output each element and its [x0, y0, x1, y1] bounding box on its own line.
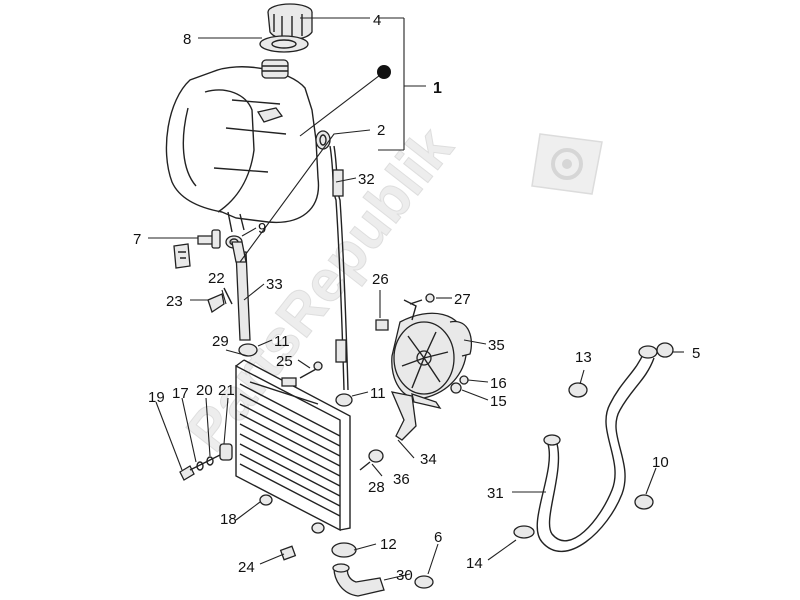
- callout-24: 24: [238, 559, 255, 576]
- electric-fan: [391, 299, 473, 400]
- callout-8: 8: [183, 31, 191, 48]
- callout-14: 14: [466, 555, 483, 572]
- expansion-tank: [165, 59, 320, 233]
- callout-31: 31: [487, 485, 504, 502]
- screw-27: [409, 293, 435, 305]
- callout-19: 19: [148, 389, 165, 406]
- callout-27: 27: [454, 291, 471, 308]
- callout-labels: 4 8 1 2 32 7 9 22 23 33 26 27 29 11 35 2…: [133, 12, 700, 584]
- hose-30: [332, 563, 385, 597]
- watermark-text: PartsRepublik: [174, 115, 466, 463]
- hose-clamp-2: [315, 130, 331, 150]
- callout-2: 2: [377, 122, 385, 139]
- callout-11-lower: 11: [370, 385, 386, 402]
- callout-22: 22: [208, 270, 225, 287]
- callout-20: 20: [196, 382, 213, 399]
- hose-clamp-10: [634, 494, 654, 510]
- callout-32: 32: [358, 171, 375, 188]
- callout-30: 30: [396, 567, 413, 584]
- callout-33: 33: [266, 276, 283, 293]
- callout-21: 21: [218, 382, 235, 399]
- callout-28: 28: [368, 479, 385, 496]
- hose-clamp-13: [568, 382, 588, 398]
- callout-7: 7: [133, 231, 141, 248]
- filler-cap: [267, 3, 313, 41]
- hose-clamp-12: [331, 542, 357, 558]
- cap-gasket: [259, 35, 309, 53]
- callout-4: 4: [373, 12, 381, 29]
- callout-1: 1: [433, 80, 442, 97]
- nut-25: [281, 361, 323, 387]
- fastener-15-16: [450, 375, 469, 394]
- mounting-bolt-set: [179, 443, 233, 481]
- callout-16: 16: [490, 375, 507, 392]
- radiator: [235, 343, 353, 534]
- screw-7: [197, 229, 221, 249]
- gear-flag-icon: [531, 133, 603, 195]
- leader-lines: [148, 17, 684, 581]
- cap-36: [359, 449, 384, 471]
- callout-18: 18: [220, 511, 237, 528]
- hose-clamp-6: [414, 575, 434, 589]
- hose-clamp-14: [513, 525, 535, 539]
- callout-dot: [377, 65, 391, 79]
- callout-9: 9: [258, 220, 266, 237]
- callout-36: 36: [393, 471, 410, 488]
- callout-5: 5: [692, 345, 700, 362]
- hose-33: [231, 241, 251, 341]
- hose-clamp-5: [656, 342, 674, 358]
- callout-12: 12: [380, 536, 397, 553]
- callout-11-upper: 11: [274, 333, 290, 350]
- callout-35: 35: [488, 337, 505, 354]
- callout-17: 17: [172, 385, 189, 402]
- fan-bracket: [390, 391, 442, 441]
- callout-26: 26: [372, 271, 389, 288]
- callout-13: 13: [575, 349, 592, 366]
- hose-31: [536, 345, 658, 553]
- clip-26: [375, 319, 389, 331]
- fastener-22-23: [207, 287, 233, 314]
- callout-25: 25: [276, 353, 293, 370]
- callout-29: 29: [212, 333, 229, 350]
- callout-15: 15: [490, 393, 507, 410]
- hose-32: [329, 145, 349, 391]
- callout-34: 34: [420, 451, 437, 468]
- callout-23: 23: [166, 293, 183, 310]
- callout-10: 10: [652, 454, 669, 471]
- bracket-clip: [173, 243, 191, 269]
- callout-6: 6: [434, 529, 442, 546]
- clip-24: [279, 545, 297, 561]
